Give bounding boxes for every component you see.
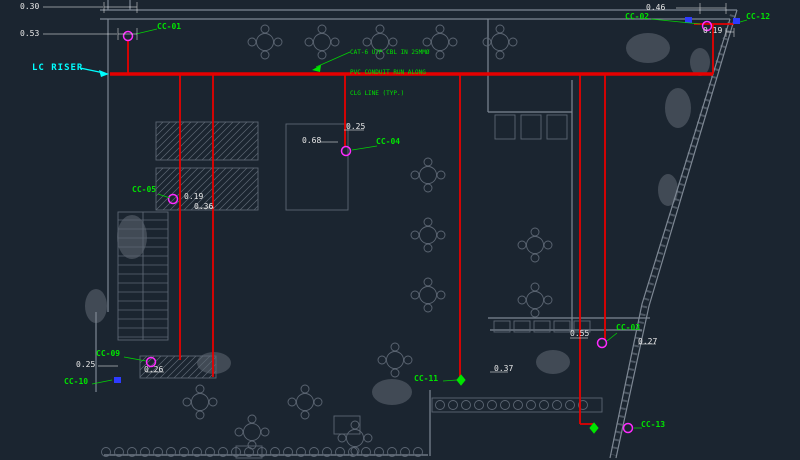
riser-label: LC RISER	[32, 63, 84, 73]
note-leader-arrow	[312, 51, 351, 72]
cc02-outlet-marker	[701, 20, 713, 32]
cc05-outlet-marker	[167, 193, 179, 205]
label-cc-13: CC-13	[641, 420, 666, 429]
conduit-note: CAT-6 UTP CBL IN 25MMØ PVC CONDUIT RUN A…	[350, 36, 429, 112]
label-cc-09: CC-09	[96, 349, 121, 358]
conduit-note-line3: CLG LINE (TYP.)	[350, 90, 405, 98]
dim-055: 0.55	[570, 329, 590, 338]
label-cc-11: CC-11	[414, 374, 439, 383]
dim-046: 0.46	[646, 3, 666, 12]
dimension-lines	[43, 2, 735, 373]
dim-036: 0.36	[194, 202, 214, 211]
dim-068: 0.68	[302, 136, 322, 145]
dim-019-top: 0.19	[703, 26, 723, 35]
cc01-outlet-marker	[122, 30, 134, 42]
dim-025-mid: 0.25	[346, 122, 366, 131]
conduit-note-line2: PVC CONDUIT RUN ALONG	[350, 69, 426, 77]
cable-routing	[110, 23, 734, 425]
label-cc-02: CC-02	[625, 12, 650, 21]
label-cc-12: CC-12	[746, 12, 771, 21]
dim-053: 0.53	[20, 29, 40, 38]
furniture-layer	[101, 24, 603, 459]
dim-025-bottom: 0.25	[76, 360, 96, 369]
cc11-floor-outlet	[456, 374, 466, 386]
ceiling-fixtures	[85, 33, 710, 405]
dim-019-left: 0.19	[184, 192, 204, 201]
cc04-outlet-marker	[340, 145, 352, 157]
label-cc-01: CC-01	[157, 22, 182, 31]
label-cc-03: CC-03	[616, 323, 641, 332]
label-cc-05: CC-05	[132, 185, 157, 194]
cc12-data-box	[733, 18, 740, 24]
cc10-data-box	[114, 377, 121, 383]
cc13-outlet-marker	[622, 422, 634, 434]
dim-026: 0.26	[144, 365, 164, 374]
dim-037: 0.37	[494, 364, 514, 373]
walls	[95, 0, 738, 459]
cc09-outlet-marker	[145, 356, 157, 368]
dim-027: 0.27	[638, 337, 658, 346]
dim-030: 0.30	[20, 2, 40, 11]
label-cc-10: CC-10	[64, 377, 89, 386]
outlet-markers	[114, 17, 740, 434]
cc03-outlet-marker	[596, 337, 608, 349]
label-cc-04: CC-04	[376, 137, 401, 146]
riser-leader-arrow	[79, 67, 109, 77]
conduit-note-line1: CAT-6 UTP CBL IN 25MMØ	[350, 48, 430, 56]
label-leaders	[91, 18, 748, 429]
cc02-data-box	[685, 17, 692, 23]
cc13-floor-outlet	[589, 422, 599, 434]
